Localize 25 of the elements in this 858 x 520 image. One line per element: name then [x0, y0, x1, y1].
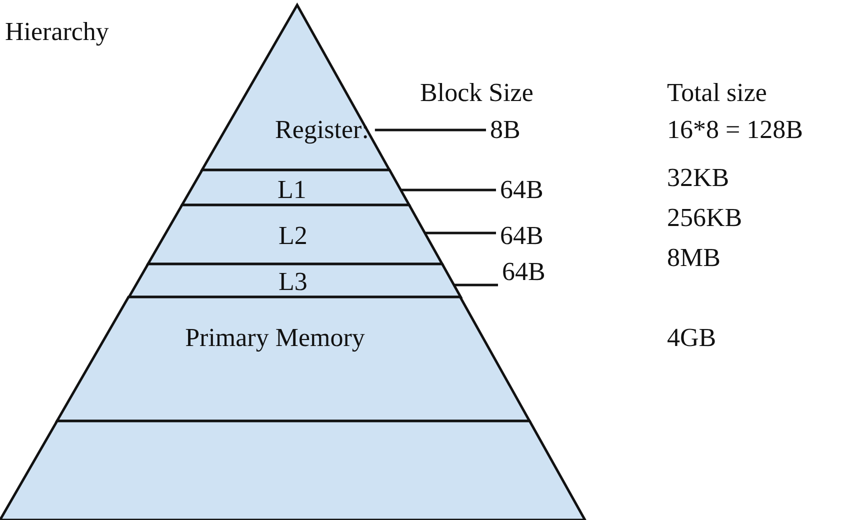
total-size-value: 4GB — [667, 323, 716, 353]
leader-line — [454, 284, 498, 286]
diagram-label: Hierarchy — [5, 17, 109, 47]
tier-label: L2 — [278, 221, 308, 251]
total-size-value: 8MB — [667, 243, 720, 273]
tier-label: L3 — [278, 267, 308, 297]
pyramid-tier — [57, 297, 530, 421]
pyramid-tier — [148, 205, 442, 264]
total-size-value: 256KB — [667, 203, 742, 233]
tier-label: Register: — [275, 115, 369, 145]
leader-line — [400, 188, 496, 192]
pyramid-tier — [0, 421, 585, 520]
total-size-value: 32KB — [667, 163, 730, 193]
column-heading: Block Size — [420, 78, 534, 108]
block-size-value: 64B — [500, 221, 544, 251]
tier-label: L1 — [278, 175, 306, 205]
tier-label: Primary Memory — [185, 323, 365, 353]
total-size-value: 16*8 = 128B — [667, 115, 804, 145]
block-size-value: 64B — [502, 257, 546, 287]
leader-line — [374, 128, 486, 132]
block-size-value: 64B — [500, 175, 544, 205]
column-heading: Total size — [667, 78, 767, 108]
leader-line — [424, 232, 496, 234]
block-size-value: 8B — [490, 115, 520, 145]
pyramid-tier — [128, 264, 460, 297]
